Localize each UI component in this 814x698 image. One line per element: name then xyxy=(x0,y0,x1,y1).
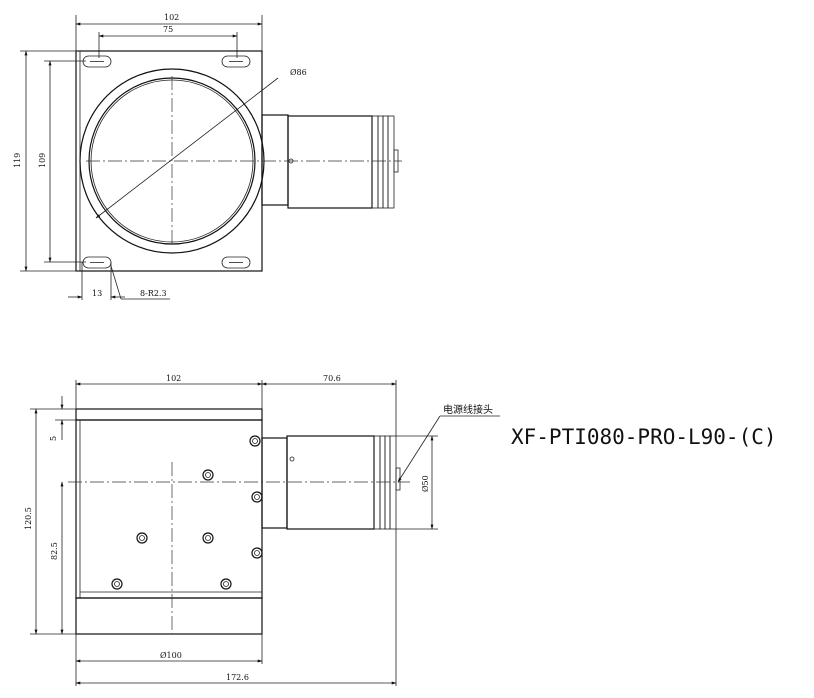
dim-plate-thickness: 5 xyxy=(49,436,58,441)
dim-overall-length: 172.6 xyxy=(226,673,249,682)
dim-motor-diameter: Ø50 xyxy=(421,475,430,492)
dim-side-width: 102 xyxy=(166,374,181,383)
side-screws xyxy=(111,435,263,590)
dim-aperture-diameter: Ø86 xyxy=(290,68,307,77)
side-body xyxy=(75,419,263,599)
top-view: Ø86 102 75 119 109 13 8-R2.3 xyxy=(13,13,402,300)
dim-base-diameter: Ø100 xyxy=(160,651,182,660)
dim-slot-spacing: 75 xyxy=(163,25,173,34)
dim-side-height: 120.5 xyxy=(24,507,33,530)
side-top-plate xyxy=(75,408,263,421)
side-motor xyxy=(261,435,401,530)
label-power-connector: 电源线接头 xyxy=(443,403,493,416)
dim-top-width: 102 xyxy=(164,13,179,22)
dim-top-inner-height: 109 xyxy=(38,153,47,168)
dim-motor-length: 70.6 xyxy=(323,374,341,383)
top-motor xyxy=(261,114,399,209)
mounting-slots xyxy=(82,55,251,269)
dim-edge-offset: 13 xyxy=(92,289,102,298)
dim-slot-callout: 8-R2.3 xyxy=(140,289,167,298)
model-code-title: XF-PTI080-PRO-L90-(C) xyxy=(511,425,777,449)
side-view: 102 70.6 5 120.5 82.5 Ø50 电源线接头 Ø100 xyxy=(24,374,500,686)
dim-center-height: 82.5 xyxy=(50,542,59,560)
dim-top-height: 119 xyxy=(13,153,22,168)
side-base-ring xyxy=(75,597,263,635)
